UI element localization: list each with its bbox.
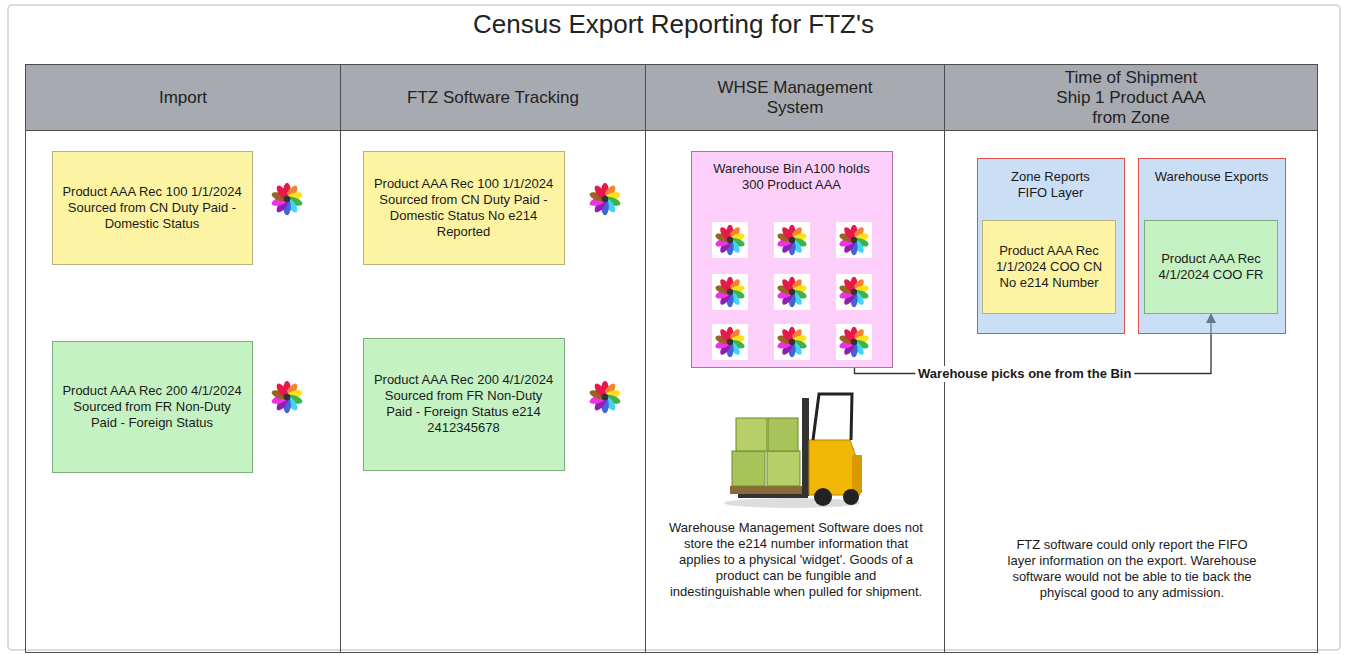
diagram-title: Census Export Reporting for FTZ's [0, 8, 1347, 40]
box-text: Product AAA Rec 200 4/1/2024 Sourced fro… [372, 372, 556, 436]
page-frame [8, 5, 1340, 650]
pallet [730, 486, 802, 494]
flower-icon [712, 324, 748, 360]
report-group: Zone Reports FIFO LayerProduct AAA Rec 1… [977, 158, 1125, 334]
flower-icon [774, 222, 810, 258]
flower-icon [836, 222, 872, 258]
group-title: Zone Reports FIFO Layer [1001, 169, 1101, 201]
import-box: Product AAA Rec 200 4/1/2024 Sourced fro… [52, 341, 253, 473]
wheel [843, 489, 859, 505]
report-group: Warehouse ExportsProduct AAA Rec 4/1/202… [1138, 158, 1286, 334]
lane-header: FTZ Software Tracking [341, 65, 645, 131]
shadow [724, 498, 860, 508]
lane-note: Warehouse Management Software does not s… [665, 520, 927, 600]
flower-icon [712, 222, 748, 258]
flower-icon [836, 274, 872, 310]
forklift-illustration [724, 394, 862, 508]
swimlane: Time of Shipment Ship 1 Product AAA from… [944, 64, 1318, 653]
lane-header: WHSE Management System [646, 65, 944, 131]
fork [738, 494, 808, 498]
group-title: Warehouse Exports [1147, 169, 1277, 185]
bin-title: Warehouse Bin A100 holds 300 Product AAA [712, 161, 872, 193]
flower-icon [586, 378, 624, 416]
lane-title: Import [159, 88, 207, 108]
cab-frame [813, 394, 852, 440]
tracking-box: Product AAA Rec 100 1/1/2024 Sourced fro… [363, 151, 565, 265]
box-text: Product AAA Rec 1/1/2024 COO CN No e214 … [991, 243, 1107, 291]
export-box: Product AAA Rec 1/1/2024 COO CN No e214 … [982, 220, 1116, 314]
swimlane: WHSE Management SystemWarehouse Manageme… [645, 64, 945, 653]
box-text: Product AAA Rec 4/1/2024 COO FR [1153, 251, 1269, 283]
tracking-box: Product AAA Rec 200 4/1/2024 Sourced fro… [363, 338, 565, 471]
wheel [814, 488, 832, 506]
crate [767, 451, 800, 486]
flower-icon [586, 180, 624, 218]
lane-note: FTZ software could only report the FIFO … [1007, 537, 1257, 601]
crate [732, 451, 765, 486]
crate [768, 418, 798, 451]
export-box: Product AAA Rec 4/1/2024 COO FR [1144, 220, 1278, 314]
import-box: Product AAA Rec 100 1/1/2024 Sourced fro… [52, 151, 253, 265]
flower-icon [268, 180, 306, 218]
box-text: Product AAA Rec 100 1/1/2024 Sourced fro… [372, 176, 556, 240]
flower-icon [774, 274, 810, 310]
connector-label: Warehouse picks one from the Bin [915, 366, 1134, 382]
flower-icon [268, 378, 306, 416]
warehouse-bin: Warehouse Bin A100 holds 300 Product AAA [691, 151, 893, 368]
lane-title: Time of Shipment Ship 1 Product AAA from… [1046, 68, 1216, 128]
box-text: Product AAA Rec 100 1/1/2024 Sourced fro… [61, 184, 244, 232]
flower-icon [774, 324, 810, 360]
flower-icon [712, 274, 748, 310]
crate [736, 418, 767, 451]
lane-title: FTZ Software Tracking [407, 88, 579, 108]
swimlane: ImportProduct AAA Rec 100 1/1/2024 Sourc… [25, 64, 341, 653]
box-text: Product AAA Rec 200 4/1/2024 Sourced fro… [61, 383, 244, 431]
lane-header: Time of Shipment Ship 1 Product AAA from… [945, 65, 1317, 131]
swimlane: FTZ Software TrackingProduct AAA Rec 100… [340, 64, 646, 653]
mast [802, 398, 809, 496]
flower-icon [836, 324, 872, 360]
lane-header: Import [26, 65, 340, 131]
counterweight [852, 455, 862, 493]
lane-title: WHSE Management System [708, 78, 883, 118]
